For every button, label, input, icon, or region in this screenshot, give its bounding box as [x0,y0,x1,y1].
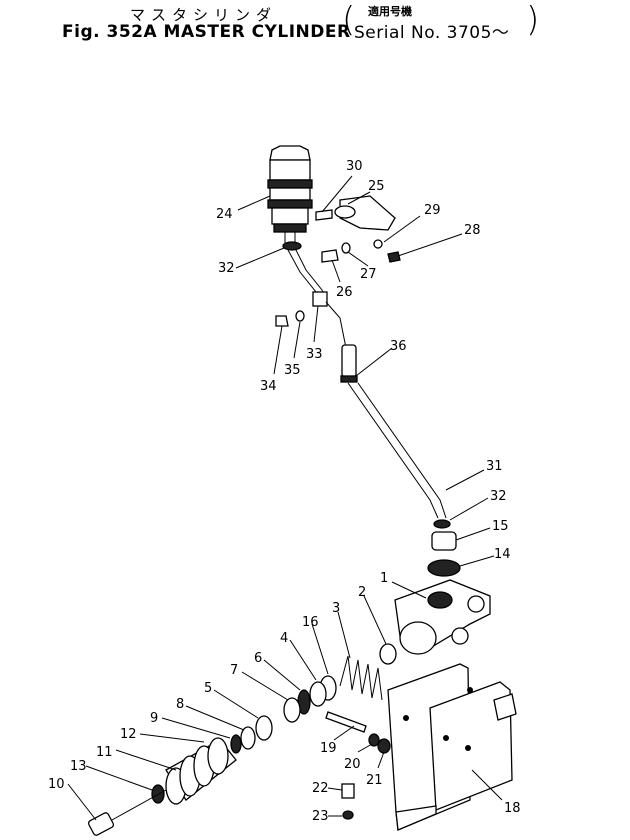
callout-19: 19 [320,741,337,756]
callout-25: 25 [368,179,385,194]
hose-clamp-lower [433,519,451,529]
callout-29: 29 [424,203,441,218]
callout-14: 14 [494,547,511,562]
washer-35 [295,310,305,322]
hose-bracket [312,291,328,307]
callout-31: 31 [486,459,503,474]
callout-3: 3 [332,601,340,616]
piston-7 [283,697,301,723]
bolt-34 [275,315,289,327]
callout-1: 1 [380,571,388,586]
callout-35: 35 [284,363,301,378]
nipple-15 [431,531,457,551]
nut-21 [377,738,391,754]
callout-16: 16 [302,615,319,630]
callout-6: 6 [254,651,262,666]
callout-9: 9 [150,711,158,726]
callout-20: 20 [344,757,361,772]
ring-8 [240,726,256,750]
pipe-fitting-36 [341,344,357,378]
callout-23: 23 [312,809,329,824]
reservoir-tank [267,145,313,244]
callout-24: 24 [216,207,233,222]
callout-36: 36 [390,339,407,354]
mounting-bracket-18 [387,663,517,831]
callout-21: 21 [366,773,383,788]
piston-4 [309,681,327,707]
callout-5: 5 [204,681,212,696]
callout-11: 11 [96,745,113,760]
seal-14 [427,559,461,577]
callout-30: 30 [346,159,363,174]
push-rod-end-10 [87,812,115,836]
callout-7: 7 [230,663,238,678]
close-bracket: ) [526,0,540,40]
cylinder-body [394,579,491,655]
figure-title-japanese: マスタシリンダ [130,6,278,24]
callout-10: 10 [48,777,65,792]
bolt-26 [321,249,339,263]
callout-27: 27 [360,267,377,282]
callout-12: 12 [120,727,137,742]
reservoir-bracket [339,195,396,231]
callout-32-lower: 32 [490,489,507,504]
figure-title: Fig. 352A MASTER CYLINDER [62,22,351,42]
bolt-30 [315,209,333,221]
callout-18: 18 [504,801,521,816]
callout-2: 2 [358,585,366,600]
callout-8: 8 [176,697,184,712]
callout-28: 28 [464,223,481,238]
callout-26: 26 [336,285,353,300]
callout-13: 13 [70,759,87,774]
spring-3 [339,655,383,701]
dust-boot [165,737,237,805]
serial-range: Serial No. 3705～ [354,23,510,43]
pipe-nut-36 [340,375,358,383]
open-bracket: ( [342,0,356,40]
washer-29 [373,239,383,249]
callout-4: 4 [280,631,288,646]
nut-28 [387,251,401,263]
washer-5 [255,715,273,741]
callout-32-upper: 32 [218,261,235,276]
check-valve-2 [379,643,397,665]
bolt-22 [341,783,355,799]
snap-ring-9 [230,734,242,754]
callout-15: 15 [492,519,509,534]
hose-clamp-upper [282,241,302,251]
washer-27 [341,242,351,254]
washer-20 [368,733,380,747]
callout-33: 33 [306,347,323,362]
bolt-19 [325,711,367,733]
serial-applicability-label: 適用号機 [368,5,412,18]
callout-34: 34 [260,379,277,394]
callout-22: 22 [312,781,329,796]
washer-23 [342,810,354,820]
